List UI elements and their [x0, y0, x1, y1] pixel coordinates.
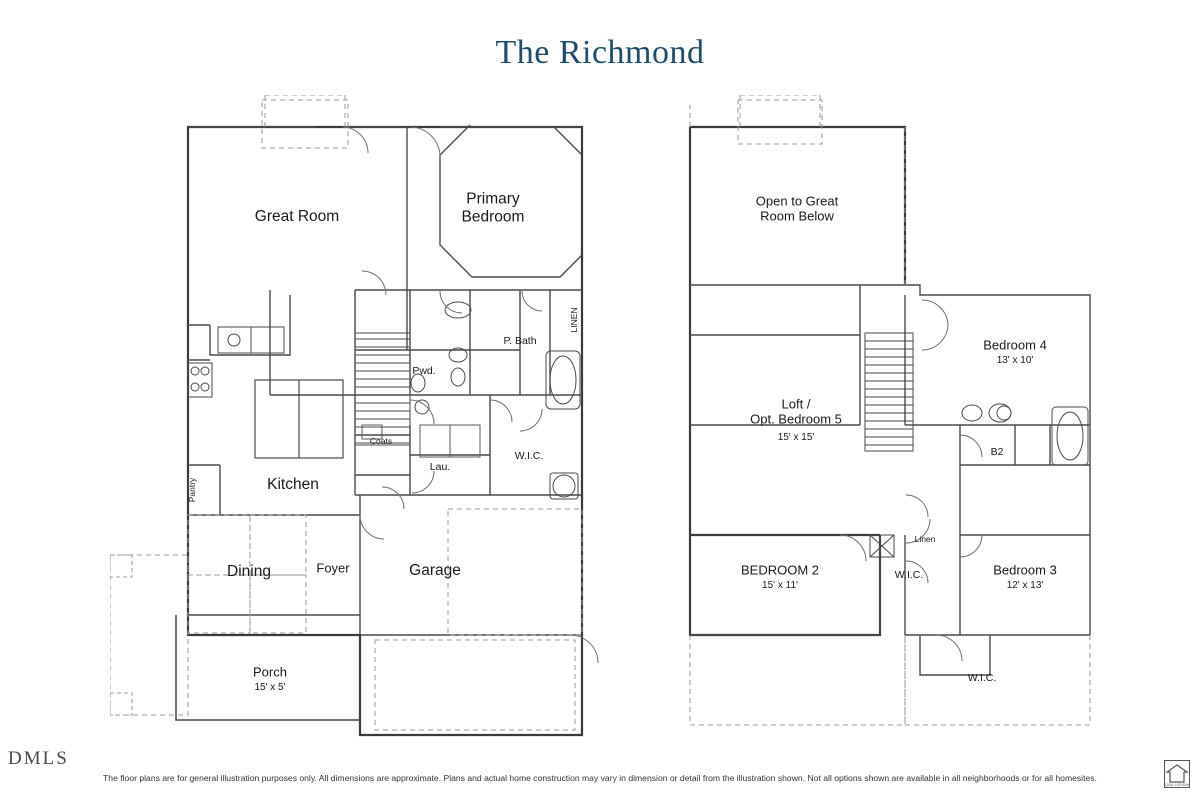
room-label-primary-bath: P. Bath: [503, 334, 537, 347]
room-label-bath-2: B2: [990, 445, 1004, 458]
room-label-bedroom-3: Bedroom 3: [993, 562, 1057, 578]
dmls-logo: DMLS: [8, 748, 69, 769]
room-label-garage: Garage: [409, 561, 461, 579]
room-label-coats: Coats: [369, 435, 393, 446]
room-label-bedroom-4: Bedroom 4: [983, 337, 1047, 353]
svg-text:EQUAL HOUSING: EQUAL HOUSING: [1164, 783, 1190, 787]
room-label-kitchen: Kitchen: [267, 475, 319, 493]
page-title: The Richmond: [495, 34, 705, 71]
room-dim-bedroom-2: 15' x 11': [762, 580, 798, 592]
room-label-foyer: Foyer: [316, 560, 350, 576]
room-label-dining: Dining: [227, 562, 271, 580]
room-label-loft: Loft / Opt. Bedroom 5: [750, 396, 842, 427]
room-label-powder: Pwd.: [412, 364, 436, 377]
room-label-linen: LINEN: [568, 307, 579, 333]
room-dim-loft: 15' x 15': [777, 432, 815, 444]
room-label-open-to-below: Open to Great Room Below: [755, 193, 839, 224]
equal-housing-opportunity-icon: EQUAL HOUSING: [1163, 760, 1191, 788]
room-dim-porch: 15' x 5': [254, 682, 286, 694]
room-dim-bedroom-4: 13' x 10': [996, 355, 1034, 367]
room-label-bedroom-2: BEDROOM 2: [740, 562, 820, 578]
second-floor-plan: [660, 95, 1140, 740]
room-label-wic-bedroom-3: W.I.C.: [967, 671, 997, 684]
room-label-wic-bedroom-2: W.I.C.: [894, 568, 924, 581]
room-label-porch: Porch: [253, 664, 287, 680]
room-label-linen-second: Linen: [914, 533, 936, 544]
room-label-wic-first: W.I.C.: [514, 449, 544, 462]
first-floor-plan: [110, 95, 600, 740]
room-dim-bedroom-3: 12' x 13': [1006, 580, 1044, 592]
room-label-laundry: Lau.: [429, 460, 451, 473]
room-label-great-room: Great Room: [254, 207, 340, 225]
disclaimer-text: The floor plans are for general illustra…: [103, 773, 1097, 783]
room-label-pantry: Pantry: [186, 477, 197, 503]
room-label-primary-bedroom: Primary Bedroom: [461, 190, 525, 226]
